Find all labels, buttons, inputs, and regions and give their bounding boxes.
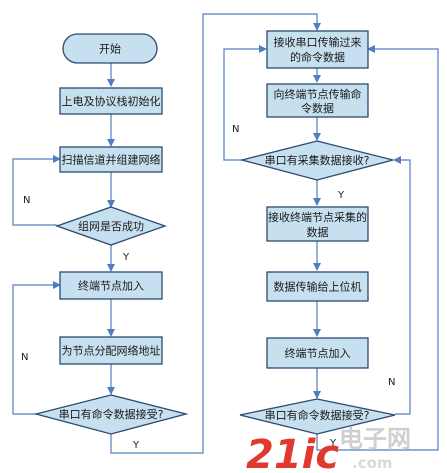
node-recv-collect-line1: 接收终端节点采集的: [268, 210, 367, 224]
node-serial-collect: 串口有采集数据接收?: [239, 140, 394, 181]
node-serial-cmd-1-label: 串口有命令数据接受?: [59, 407, 164, 421]
label-serial1-n: N: [21, 352, 28, 363]
watermark-logo: 21ic 电子网 .com: [246, 425, 411, 473]
watermark-com: .com: [352, 454, 393, 472]
node-serial-cmd-2-label: 串口有命令数据接受?: [265, 408, 370, 422]
arrow-serial2-n-loop: [393, 156, 411, 415]
node-send-cmd-line1: 向终端节点传输命: [274, 87, 362, 101]
node-to-host: 数据传输给上位机: [266, 271, 369, 302]
node-power-init-label: 上电及协议栈初始化: [62, 94, 161, 108]
node-terminal-join-2: 终端节点加入: [266, 337, 369, 369]
arrow-collect-n-loop: [223, 45, 267, 161]
node-recv-collect: 接收终端节点采集的 数据: [266, 206, 369, 242]
node-assign-addr: 为节点分配网络地址: [59, 336, 163, 365]
node-assign-addr-label: 为节点分配网络地址: [62, 344, 161, 358]
node-send-cmd-line2: 令数据: [301, 101, 334, 115]
node-start-label: 开始: [99, 42, 121, 56]
node-network-ok: 组网是否成功: [55, 206, 167, 246]
node-network-ok-label: 组网是否成功: [78, 219, 144, 233]
label-collect-y: Y: [337, 190, 345, 201]
node-send-cmd: 向终端节点传输命 令数据: [266, 83, 369, 118]
node-recv-cmd-line1: 接收串口传输过来: [274, 35, 362, 49]
node-scan-build: 扫描信道并组建网络: [59, 146, 163, 173]
node-serial-collect-label: 串口有采集数据接收?: [265, 153, 370, 167]
watermark-cn: 电子网: [339, 425, 411, 453]
node-recv-cmd: 接收串口传输过来 的命令数据: [266, 30, 369, 69]
arrow-serial1-n-loop: [12, 281, 61, 415]
label-serial2-y: Y: [329, 438, 337, 449]
node-scan-build-label: 扫描信道并组建网络: [62, 153, 161, 167]
label-collect-n: N: [232, 124, 239, 135]
arrow-network-n-loop: [12, 155, 61, 226]
node-terminal-join-1: 终端节点加入: [59, 271, 163, 300]
label-network-n: N: [23, 195, 30, 206]
node-start: 开始: [62, 33, 158, 64]
node-recv-collect-line2: 数据: [307, 225, 329, 239]
label-network-y: Y: [122, 252, 130, 263]
left-connectors: [12, 13, 321, 454]
node-recv-cmd-line2: 的命令数据: [290, 50, 345, 64]
arrow-serial1-y-to-right: [110, 13, 321, 454]
node-serial-cmd-2: 串口有命令数据接受?: [239, 398, 396, 435]
node-serial-cmd-1: 串口有命令数据接受?: [33, 394, 189, 435]
label-serial2-n: N: [388, 377, 395, 388]
label-serial1-y: Y: [132, 440, 140, 451]
right-connectors: [223, 45, 439, 451]
watermark-main: 21ic: [246, 432, 339, 473]
arrow-serial2-y-loop: [316, 45, 439, 451]
node-terminal-join-2-label: 终端节点加入: [285, 346, 351, 360]
node-terminal-join-1-label: 终端节点加入: [78, 279, 144, 293]
node-power-init: 上电及协议栈初始化: [59, 87, 163, 115]
node-to-host-label: 数据传输给上位机: [274, 280, 362, 294]
